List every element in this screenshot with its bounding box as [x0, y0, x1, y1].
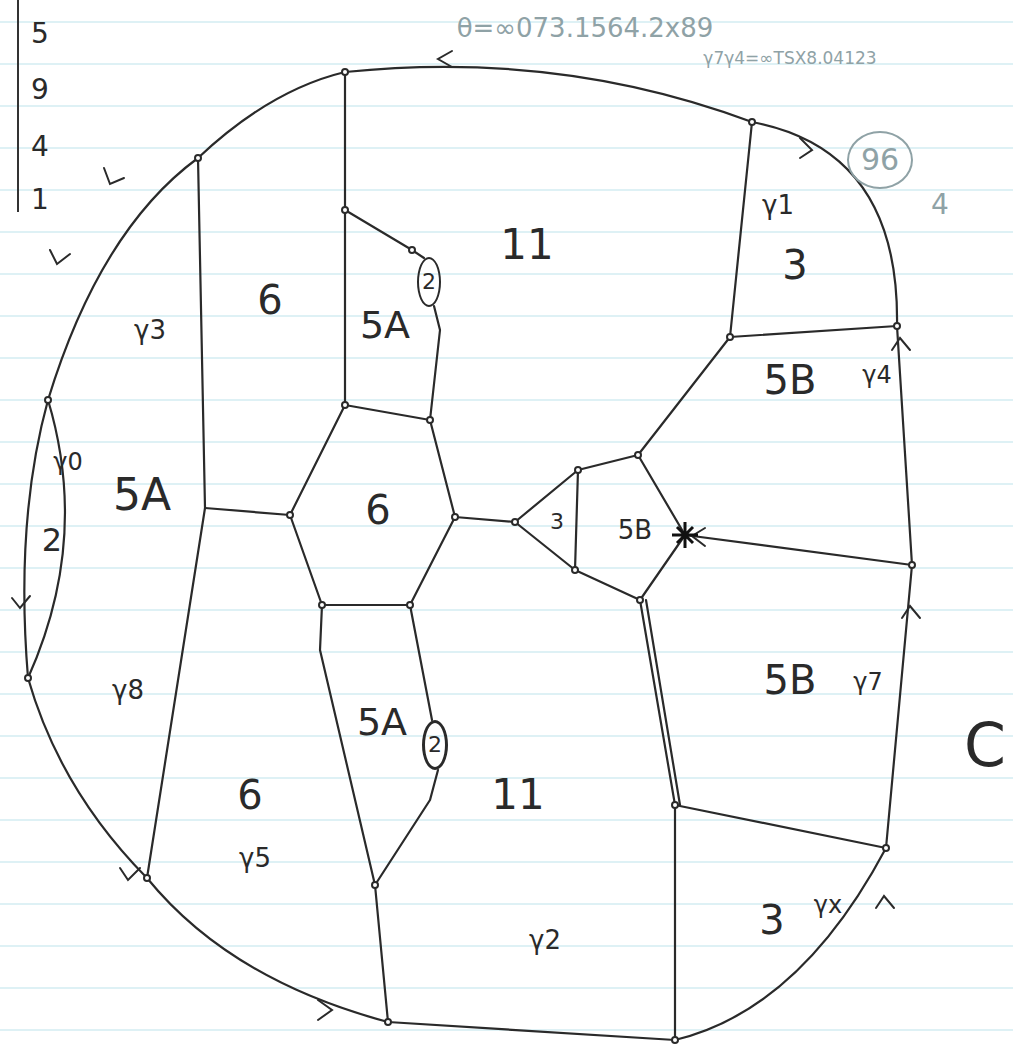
- face-label: γ3: [134, 317, 166, 343]
- graph-edges: [24, 67, 912, 1040]
- face-label: 11: [491, 774, 544, 816]
- face-label: 5B: [618, 517, 652, 543]
- face-label: 6: [365, 490, 390, 530]
- face-label: γ8: [112, 677, 144, 703]
- node-text: 96: [861, 145, 899, 175]
- face-label: 4: [31, 133, 49, 161]
- face-label: 5A: [360, 306, 410, 344]
- face-label: γ7γ4=∞TSX8.04123: [703, 50, 876, 67]
- circled-number: 96: [847, 131, 913, 189]
- face-label: 5B: [764, 360, 817, 400]
- face-label: 5B: [764, 660, 817, 700]
- face-label: 4: [931, 191, 949, 219]
- digon-face: 2: [422, 720, 448, 770]
- face-label: 11: [500, 224, 553, 266]
- face-label: γ1: [762, 192, 794, 218]
- face-label: 5: [31, 20, 49, 48]
- node-text: 2: [428, 734, 442, 756]
- edge-arrows: [12, 51, 920, 1020]
- face-label: 3: [782, 245, 807, 285]
- face-label: γx: [814, 893, 842, 917]
- face-label: 6: [257, 280, 282, 320]
- node-text: 2: [422, 271, 436, 293]
- star-vertex: [672, 522, 698, 548]
- face-label: γ2: [529, 927, 561, 953]
- face-label: 9: [31, 76, 49, 104]
- paper-lines: [0, 22, 1013, 1030]
- vertex-dots: [25, 69, 915, 1043]
- face-label: γ5: [239, 845, 271, 871]
- digon-face: 2: [417, 257, 441, 307]
- table-rule: [17, 0, 19, 212]
- face-label: 6: [237, 775, 262, 815]
- face-label: 5A: [113, 473, 171, 517]
- face-label: γ7: [853, 670, 882, 694]
- face-label: 5A: [357, 703, 407, 741]
- face-label: 3: [550, 511, 564, 533]
- face-label: 3: [759, 900, 784, 940]
- face-label: γ4: [862, 363, 891, 387]
- face-label: 1: [31, 186, 49, 214]
- face-label: θ=∞073.1564.2x89: [457, 15, 714, 41]
- face-label: γ0: [53, 450, 82, 474]
- face-label: C: [964, 715, 1006, 775]
- face-label: 2: [42, 524, 62, 556]
